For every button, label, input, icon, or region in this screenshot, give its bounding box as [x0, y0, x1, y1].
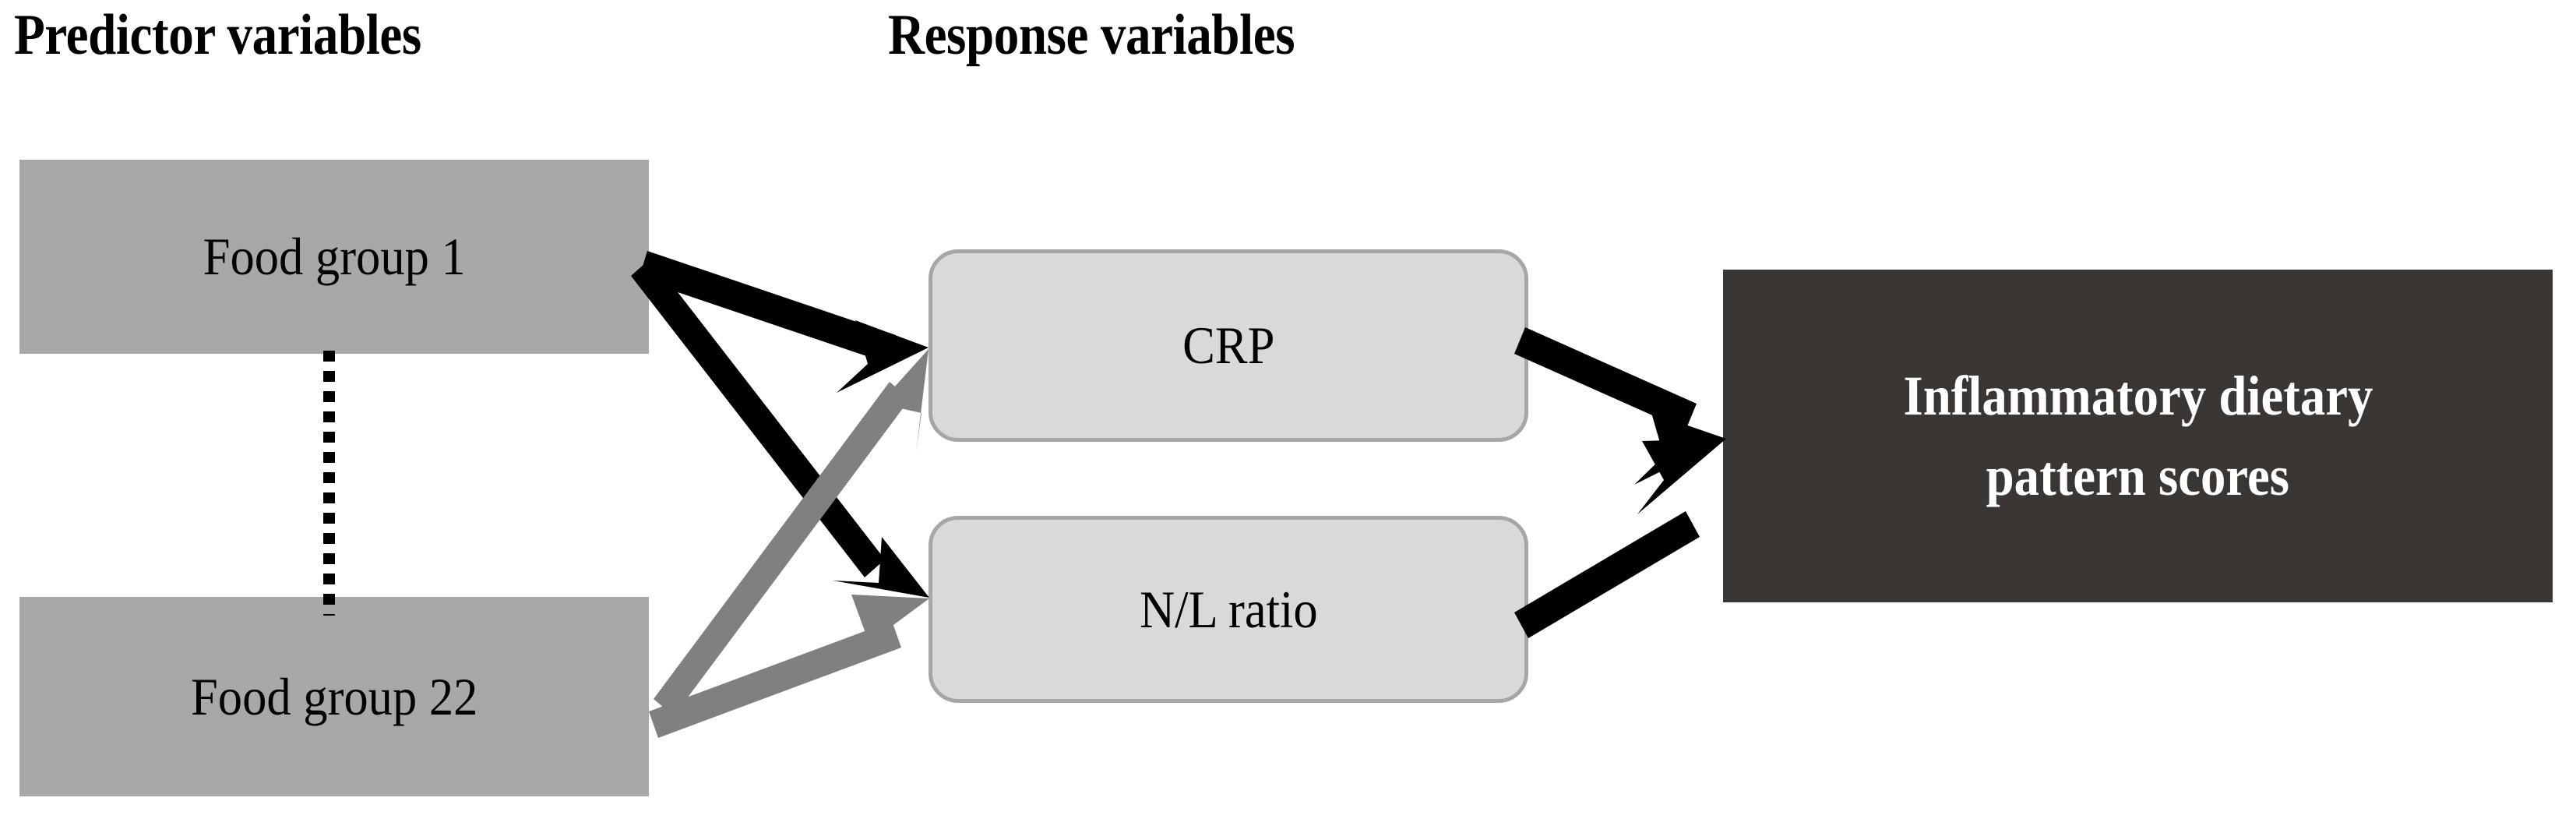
arrow-crp-to-outcome: [1514, 327, 1726, 485]
predictor-box-food-group-1[interactable]: Food group 1: [19, 160, 649, 354]
arrow-food-group-1-to-nl-ratio: [631, 258, 929, 598]
arrow-food-group-22-to-crp: [654, 349, 929, 716]
outcome-box-line-1: Inflammatory dietary: [1903, 365, 2373, 428]
predictor-box-food-group-22[interactable]: Food group 22: [19, 597, 649, 796]
outcome-box-inflammatory-dietary-pattern-scores[interactable]: Inflammatory dietary pattern scores: [1723, 270, 2553, 602]
dotted-ellipsis-connector: [323, 351, 335, 616]
response-box-nl-ratio[interactable]: N/L ratio: [929, 516, 1528, 703]
arrow-food-group-22-to-nl-ratio: [649, 595, 929, 738]
predictor-variables-heading: Predictor variables: [14, 3, 421, 67]
arrow-food-group-1-to-crp: [639, 251, 929, 393]
response-box-nl-ratio-label: N/L ratio: [1139, 579, 1318, 639]
response-variables-heading: Response variables: [888, 3, 1295, 67]
arrow-nl-ratio-to-outcome: [1514, 439, 1726, 638]
predictor-box-food-group-22-label: Food group 22: [190, 666, 478, 726]
response-box-crp[interactable]: CRP: [929, 249, 1528, 442]
outcome-box-line-2: pattern scores: [1986, 444, 2290, 507]
response-box-crp-label: CRP: [1182, 316, 1275, 375]
predictor-box-food-group-1-label: Food group 1: [203, 227, 466, 286]
